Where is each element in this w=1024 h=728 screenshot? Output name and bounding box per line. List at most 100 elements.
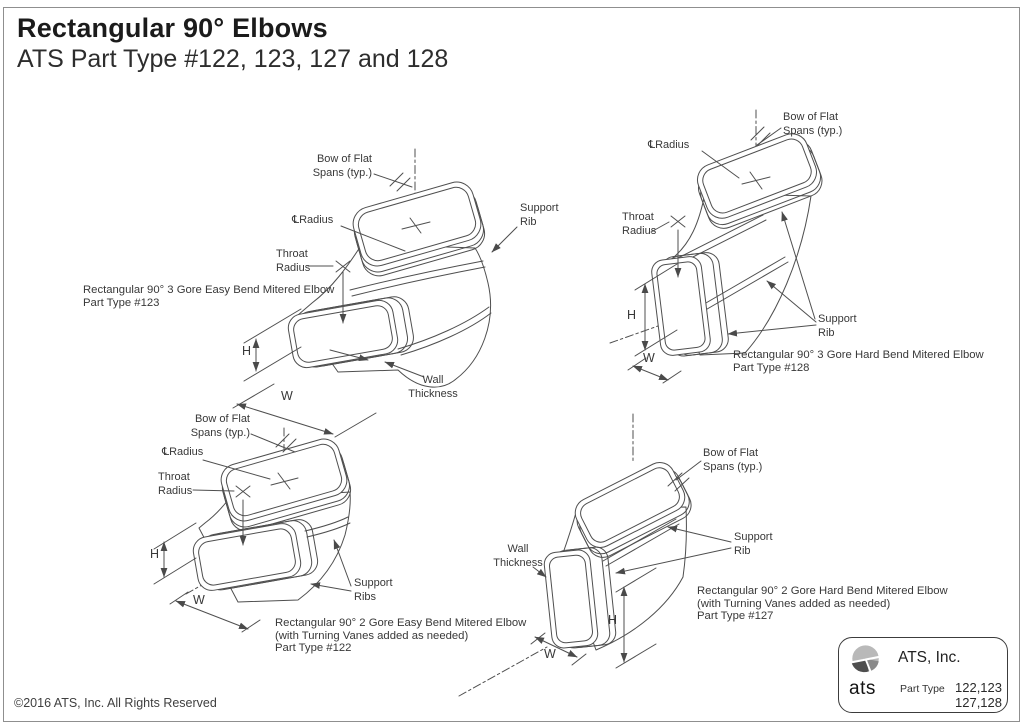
label-line: Rib <box>520 215 537 228</box>
caption-line: (with Turning Vanes added as needed) <box>697 597 891 610</box>
caption-part-128: Rectangular 90° 3 Gore Hard Bend Mitered… <box>733 349 984 374</box>
ats-wordmark: ats <box>849 678 876 699</box>
caption-line: Part Type #122 <box>275 642 352 655</box>
label-line: Radius <box>276 261 311 274</box>
throat-tick <box>235 485 251 498</box>
caption-part-127: Rectangular 90° 2 Gore Hard Bend Mitered… <box>697 585 948 623</box>
label-throat-radius: Throat Radius <box>622 211 656 238</box>
side-opening <box>651 252 729 357</box>
label-line: Spans (typ.) <box>783 124 843 137</box>
label-centerline-radius: ℄Radius <box>648 139 690 151</box>
center-mark <box>401 217 431 234</box>
dim-label-w: W <box>281 389 293 403</box>
dim-w <box>175 600 249 630</box>
ats-logo-box: ats ATS, Inc. Part Type 122,123 127,128 <box>838 637 1008 713</box>
caption-line: Part Type #123 <box>83 296 160 309</box>
label-line: Radius <box>158 484 193 497</box>
label-centerline-radius: ℄Radius <box>292 214 334 226</box>
label-line: Bow of Flat <box>194 413 250 425</box>
page-title: Rectangular 90° Elbows <box>17 13 328 43</box>
part-type-values: 122,123 <box>955 680 1002 695</box>
caption-part-122: Rectangular 90° 2 Gore Easy Bend Mitered… <box>275 617 526 655</box>
dim-label-w: W <box>193 593 205 607</box>
part-type-label: Part Type <box>900 683 945 695</box>
bow-ticks <box>750 126 771 147</box>
label-line: Wall <box>507 543 529 555</box>
label-throat-radius: Throat Radius <box>276 248 310 275</box>
caption-line: Rectangular 90° 3 Gore Easy Bend Mitered… <box>83 284 335 296</box>
dim-w <box>534 636 578 658</box>
dim-w <box>236 403 334 435</box>
label-line: Throat <box>622 211 654 223</box>
label-support-ribs: Support Ribs <box>354 577 393 604</box>
elbow-127-drawing <box>458 413 732 697</box>
label-line: Spans (typ.) <box>703 460 763 473</box>
throat-tick <box>670 215 686 228</box>
dim-label-h: H <box>242 344 252 358</box>
dim-label-h: H <box>627 308 637 322</box>
label-line: Ribs <box>354 590 377 603</box>
center-mark <box>741 171 771 190</box>
caption-line: Part Type #127 <box>697 610 774 623</box>
top-opening <box>574 461 692 558</box>
top-opening <box>352 181 486 277</box>
center-mark <box>270 472 299 490</box>
label-support-rib: Support Rib <box>734 531 773 558</box>
label-line: Bow of Flat <box>703 447 759 459</box>
elbow-123-drawing <box>232 148 518 438</box>
label-line: Thickness <box>493 556 543 569</box>
label-support-rib: Support Rib <box>520 202 559 229</box>
label-line: Support <box>520 202 559 214</box>
bow-ticks <box>275 433 297 453</box>
label-bow-of-flat-spans: Bow of Flat Spans (typ.) <box>170 413 250 440</box>
caption-line: Rectangular 90° 2 Gore Easy Bend Mitered… <box>275 617 527 629</box>
page-border <box>3 7 1020 722</box>
label-line: Bow of Flat <box>316 153 372 165</box>
copyright-text: ©2016 ATS, Inc. All Rights Reserved <box>14 696 217 710</box>
page-subtitle: ATS Part Type #122, 123, 127 and 128 <box>17 45 449 73</box>
top-opening <box>696 133 823 229</box>
front-opening <box>287 296 414 369</box>
label-line: Rib <box>734 544 751 557</box>
dim-label-h: H <box>608 613 618 627</box>
label-line: Thickness <box>408 387 458 400</box>
label-line: Spans (typ.) <box>190 426 250 439</box>
bow-ticks <box>667 472 690 492</box>
ats-logo-icon <box>851 645 881 673</box>
label-line: Radius <box>622 224 657 237</box>
dim-label-w: W <box>643 351 655 365</box>
dim-label-w: W <box>544 647 556 661</box>
company-name: ATS, Inc. <box>898 649 961 666</box>
label-wall-thickness: Wall Thickness <box>482 543 554 570</box>
label-line: Bow of Flat <box>783 111 839 123</box>
throat-tick <box>335 260 351 273</box>
caption-line: Part Type #128 <box>733 361 810 374</box>
label-bow-of-flat-spans: Bow of Flat Spans (typ.) <box>783 111 842 138</box>
caption-line: Rectangular 90° 3 Gore Hard Bend Mitered… <box>733 349 984 361</box>
label-throat-radius: Throat Radius <box>158 471 192 498</box>
label-line: Throat <box>158 471 190 483</box>
label-bow-of-flat-spans: Bow of Flat Spans (typ.) <box>703 447 762 474</box>
bow-ticks <box>389 172 411 192</box>
label-line: Throat <box>276 248 308 260</box>
front-opening <box>192 519 319 591</box>
label-line: Wall <box>422 374 444 386</box>
caption-part-123: Rectangular 90° 3 Gore Easy Bend Mitered… <box>83 284 334 309</box>
caption-line: (with Turning Vanes added as needed) <box>275 629 469 642</box>
label-wall-thickness: Wall Thickness <box>397 374 469 401</box>
part-type-values: 127,128 <box>955 695 1002 710</box>
dim-w <box>632 365 669 381</box>
label-line: Support <box>354 577 393 589</box>
label-line: Support <box>818 313 857 325</box>
dim-label-h: H <box>150 547 160 561</box>
elbow-122-drawing <box>153 427 352 633</box>
label-line: Support <box>734 531 773 543</box>
label-bow-of-flat-spans: Bow of Flat Spans (typ.) <box>292 153 372 180</box>
label-centerline-radius: ℄Radius <box>162 446 204 458</box>
top-opening <box>220 438 352 532</box>
label-support-rib: Support Rib <box>818 313 857 340</box>
label-line: Rib <box>818 326 835 339</box>
elbow-128-drawing <box>609 109 823 384</box>
